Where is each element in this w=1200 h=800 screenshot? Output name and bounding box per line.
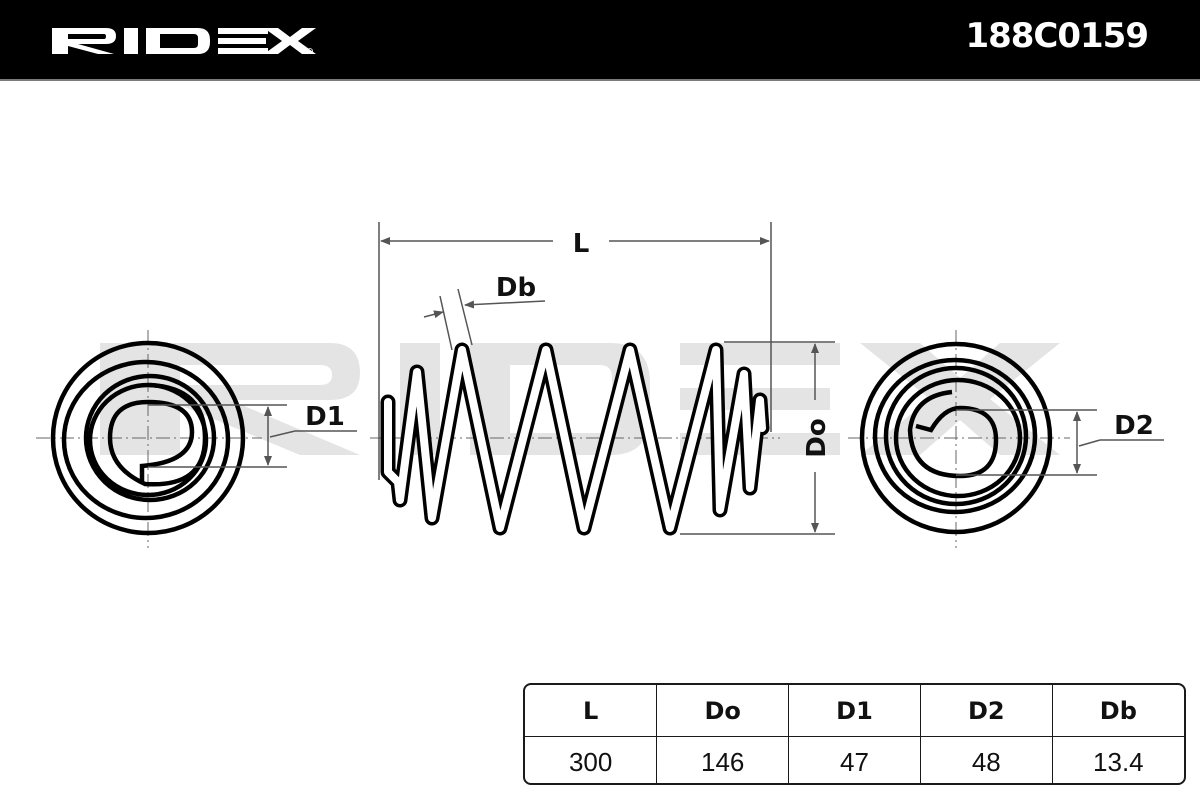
label-wire-diameter: Db [496,273,536,303]
dimension-lines [148,222,1164,535]
spec-value-d2: 48 [919,736,1053,783]
part-number: 188C0159 [965,16,1149,56]
spring-end-view-right [859,341,1053,535]
label-inner-diameter-2: D2 [1114,411,1154,441]
spring-side-view [380,342,770,536]
label-outer-diameter: Do [802,418,832,457]
label-inner-diameter-1: D1 [305,402,345,432]
spec-header-d2: D2 [919,685,1053,737]
spec-value-d1: 47 [788,736,921,783]
spec-value-do: 146 [656,736,790,783]
spec-header-db: Db [1051,685,1184,737]
spec-header-d1: D1 [788,685,921,737]
spec-value-db: 13.4 [1051,736,1184,783]
spring-end-view-left [50,340,246,536]
spring-technical-drawing: L Db Do D1 D2 [36,222,1164,548]
label-length: L [573,229,590,259]
ridex-logo [48,20,318,64]
spec-table-header-row: L Do D1 D2 Db [525,685,1184,737]
spec-table-value-row: 300 146 47 48 13.4 [525,736,1184,783]
spec-header-l: L [525,685,658,737]
spec-header-do: Do [656,685,790,737]
spec-value-l: 300 [525,736,658,783]
header-bar: 188C0159 [0,0,1200,81]
ridex-logo-mark [52,28,316,54]
spec-table: L Do D1 D2 Db 300 146 47 48 13.4 [523,683,1186,785]
